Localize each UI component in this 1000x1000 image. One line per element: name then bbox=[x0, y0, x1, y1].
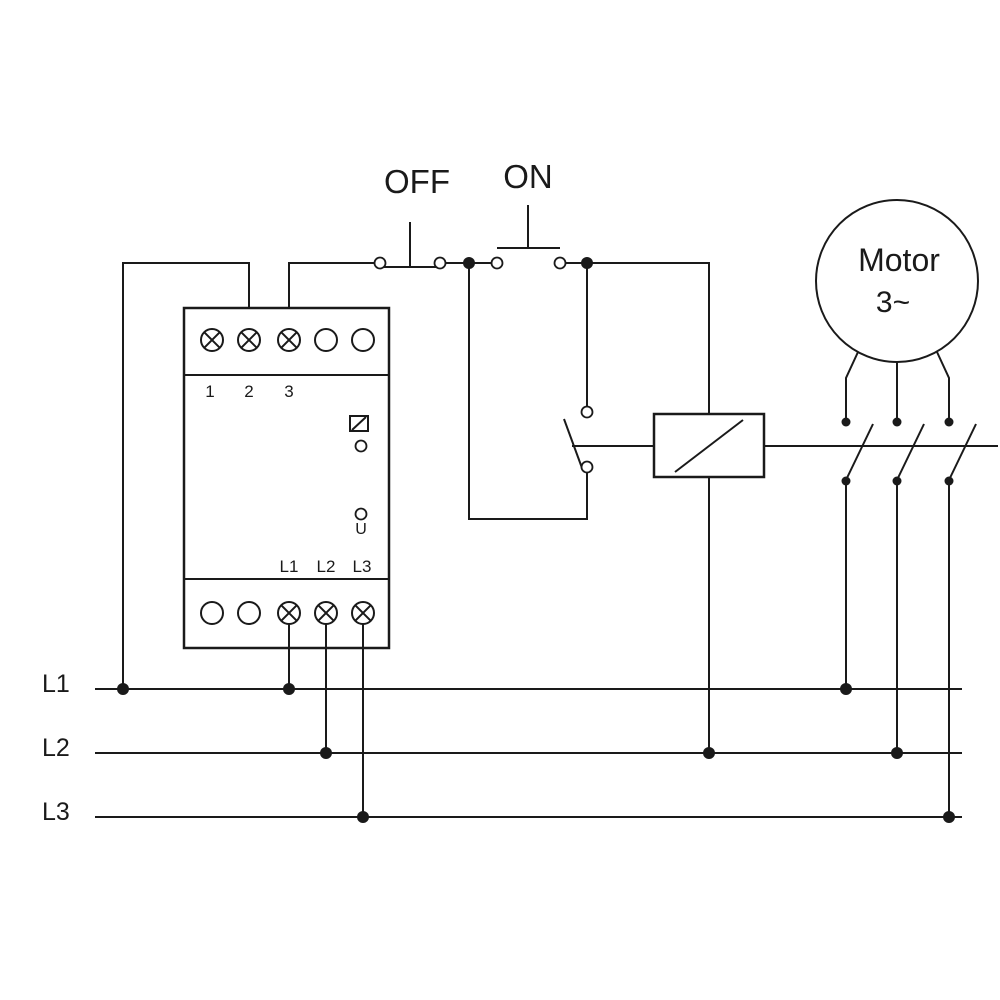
junction-dot bbox=[320, 747, 332, 759]
terminal-label-l1: L1 bbox=[280, 557, 299, 576]
junction-dot bbox=[357, 811, 369, 823]
wire-hold-loop bbox=[468, 263, 588, 520]
aux-contact-top bbox=[580, 405, 594, 419]
motor-lead-3 bbox=[936, 351, 950, 420]
motor: Motor 3~ bbox=[815, 199, 979, 420]
relay-module: 1 2 3 U L1 L2 L3 bbox=[182, 306, 391, 650]
on-label: ON bbox=[503, 158, 553, 195]
off-label: OFF bbox=[384, 163, 450, 200]
terminal-5 bbox=[351, 328, 375, 352]
junction-dot bbox=[463, 257, 475, 269]
wire-l1-to-terminal-2 bbox=[122, 262, 250, 689]
motor-label: Motor bbox=[858, 242, 940, 278]
on-contact-left bbox=[490, 256, 504, 270]
terminal-label-1: 1 bbox=[205, 382, 214, 401]
junction-dot bbox=[703, 747, 715, 759]
motor-symbol bbox=[815, 199, 979, 363]
terminal-3 bbox=[277, 328, 301, 352]
junction-dot bbox=[283, 683, 295, 695]
aux-contact-bottom bbox=[580, 460, 594, 474]
terminal-6 bbox=[200, 601, 224, 625]
module-body bbox=[182, 306, 391, 650]
junction-dot bbox=[117, 683, 129, 695]
terminal-2 bbox=[237, 328, 261, 352]
terminal-4 bbox=[314, 328, 338, 352]
terminal-l2 bbox=[314, 601, 338, 625]
junction-dots bbox=[117, 257, 955, 823]
junction-dot bbox=[840, 683, 852, 695]
voltage-led bbox=[354, 507, 368, 521]
off-contact-left bbox=[373, 256, 387, 270]
off-contact-right bbox=[433, 256, 447, 270]
wire-on-to-coil bbox=[563, 262, 710, 414]
on-button: ON bbox=[490, 158, 567, 270]
coil-box bbox=[652, 412, 766, 479]
coil-diagonal bbox=[674, 419, 744, 473]
junction-dot bbox=[581, 257, 593, 269]
terminal-1 bbox=[200, 328, 224, 352]
on-contact-right bbox=[553, 256, 567, 270]
terminal-7 bbox=[237, 601, 261, 625]
junction-dot bbox=[891, 747, 903, 759]
bus-label-l3: L3 bbox=[42, 798, 70, 826]
control-wiring bbox=[122, 262, 998, 753]
junction-dot bbox=[943, 811, 955, 823]
off-button: OFF bbox=[373, 163, 450, 270]
terminal-l3 bbox=[351, 601, 375, 625]
motor-lead-1 bbox=[845, 351, 859, 420]
main-contacts bbox=[841, 417, 977, 817]
terminal-label-l3: L3 bbox=[353, 557, 372, 576]
voltage-led-label: U bbox=[355, 521, 367, 538]
relay-led bbox=[354, 439, 368, 453]
contactor-coil bbox=[652, 412, 766, 479]
terminal-label-l2: L2 bbox=[317, 557, 336, 576]
terminal-l1 bbox=[277, 601, 301, 625]
motor-phase-label: 3~ bbox=[876, 286, 910, 319]
bus-label-l1: L1 bbox=[42, 670, 70, 698]
bus-label-l2: L2 bbox=[42, 734, 70, 762]
aux-contact-blade bbox=[563, 418, 583, 469]
terminal-label-2: 2 bbox=[244, 382, 253, 401]
relay-status-icon bbox=[349, 415, 369, 432]
supply-bus: L1 L2 L3 bbox=[42, 670, 962, 826]
terminal-label-3: 3 bbox=[284, 382, 293, 401]
